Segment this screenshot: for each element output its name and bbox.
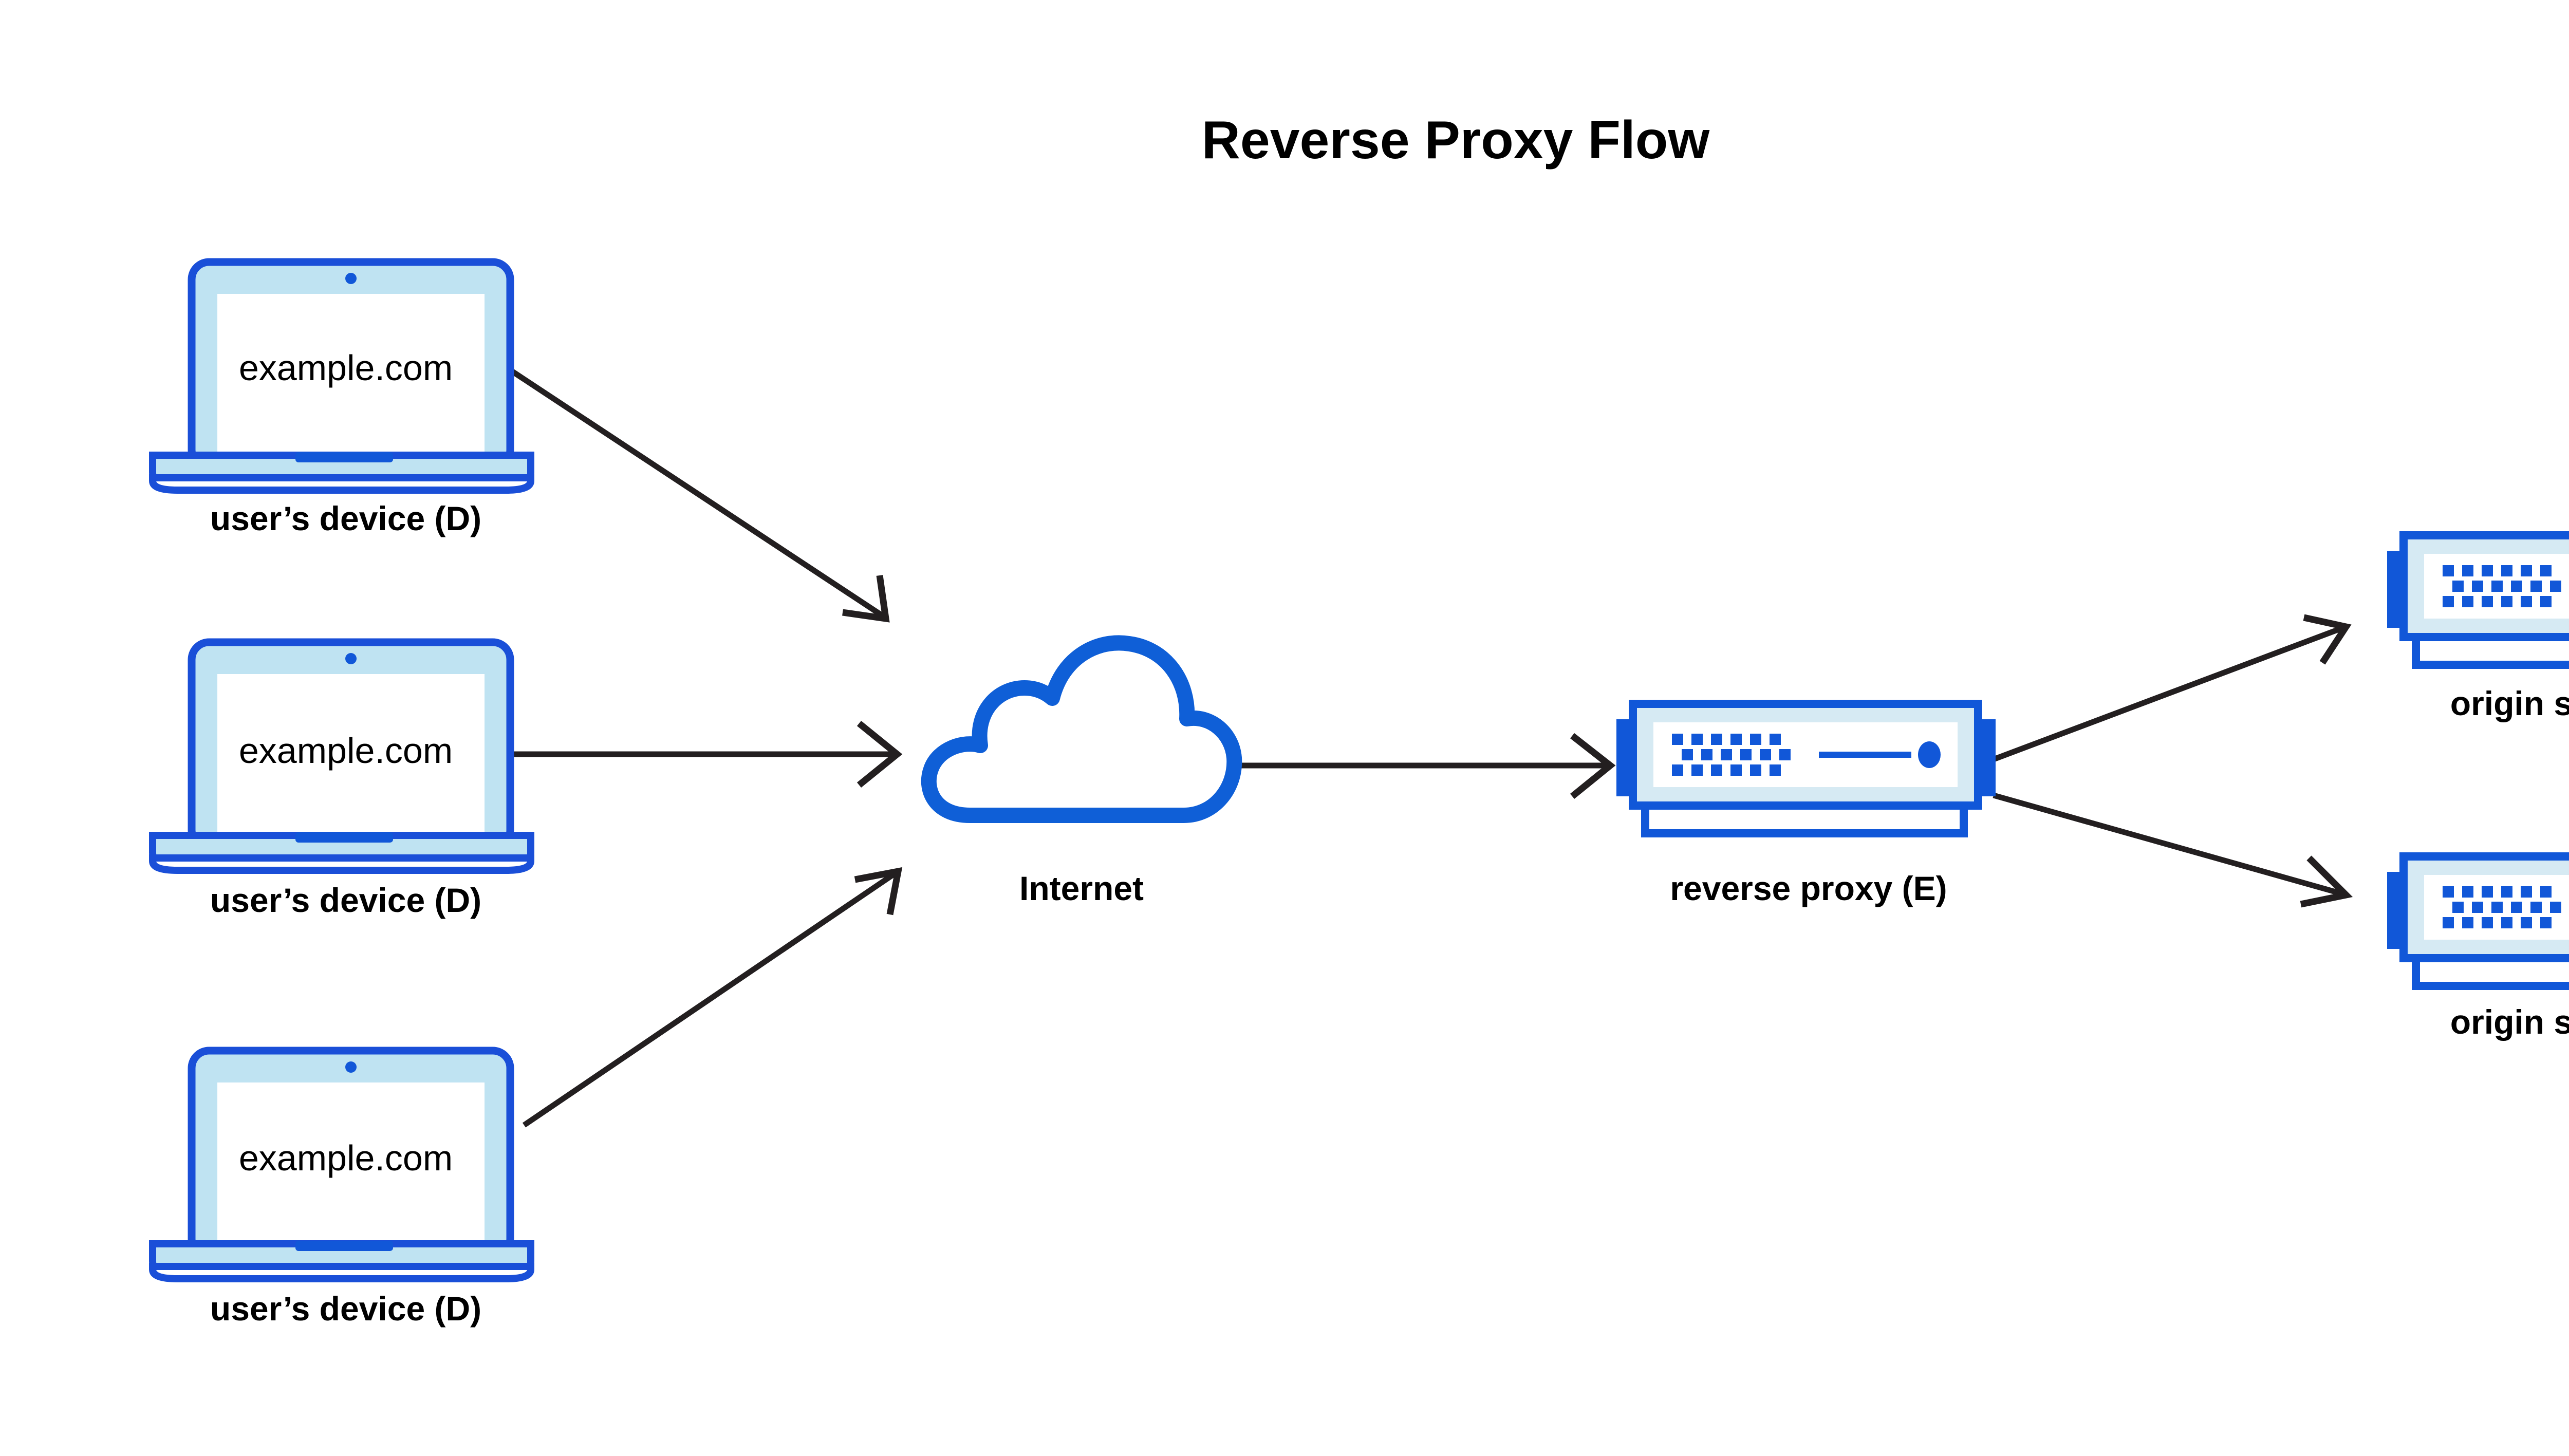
node-reverse-proxy[interactable]: reverse proxy (E) <box>1616 704 1996 907</box>
origin-2-label: origin server (F) <box>2450 1003 2569 1041</box>
node-origin-2[interactable]: origin server (F) <box>2387 856 2569 1041</box>
connections-layer <box>504 365 2353 1128</box>
laptop-base-icon <box>153 452 531 490</box>
client-2-screen-text: example.com <box>239 731 453 771</box>
client-1-screen-text: example.com <box>239 348 453 388</box>
connection-client2-internet <box>506 720 903 788</box>
node-client-3[interactable]: example.com user’s device (D) <box>153 1051 531 1328</box>
connection-client3-internet <box>522 867 903 1128</box>
laptop-base-icon <box>153 832 531 870</box>
server-icon <box>1616 704 1996 833</box>
reverse-proxy-label: reverse proxy (E) <box>1670 869 1947 907</box>
connection-proxy-origin2 <box>1993 792 2353 908</box>
node-client-2[interactable]: example.com user’s device (D) <box>153 642 531 919</box>
page-title: Reverse Proxy Flow <box>1202 110 1710 170</box>
internet-label: Internet <box>1019 869 1144 907</box>
node-origin-1[interactable]: origin server (F) <box>2387 535 2569 722</box>
origin-1-label: origin server (F) <box>2450 684 2569 722</box>
laptop-base-icon <box>153 1241 531 1279</box>
connection-client1-internet <box>504 365 890 623</box>
client-3-label: user’s device (D) <box>210 1290 481 1328</box>
server-icon <box>2387 856 2569 986</box>
client-3-screen-text: example.com <box>239 1138 453 1178</box>
node-internet[interactable]: Internet <box>929 643 1234 907</box>
node-client-1[interactable]: example.com user’s device (D) <box>153 262 531 537</box>
connection-internet-proxy <box>1231 733 1616 799</box>
connection-proxy-origin1 <box>1993 614 2352 762</box>
server-icon <box>2387 535 2569 665</box>
client-1-label: user’s device (D) <box>210 499 481 537</box>
client-2-label: user’s device (D) <box>210 881 481 919</box>
